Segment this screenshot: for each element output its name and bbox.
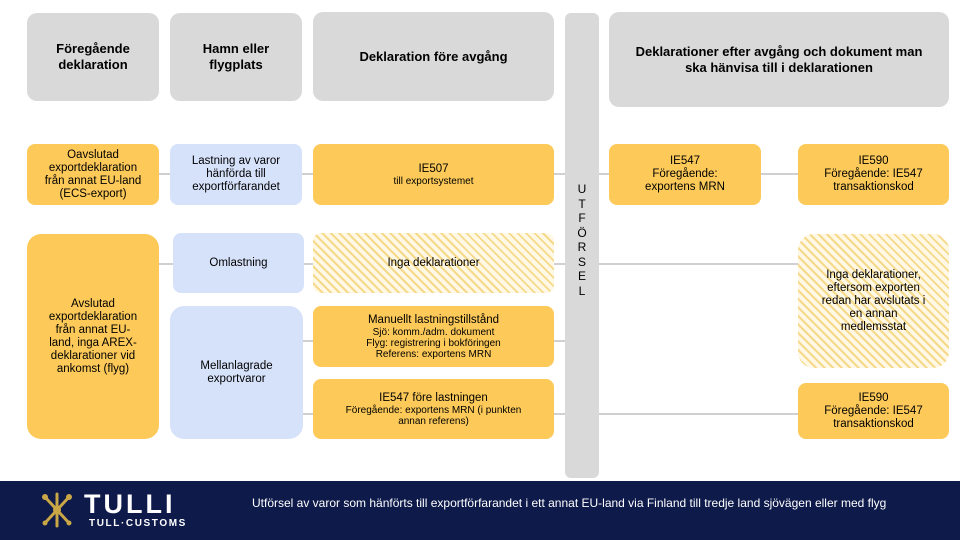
box-line: redan har avslutats i bbox=[821, 294, 926, 307]
ie590-box-row2: IE590 Föregående: IE547 transaktionskod bbox=[798, 383, 949, 439]
box-line: Flyg: registrering i bokföringen bbox=[366, 337, 501, 349]
box-line: exportförfarandet bbox=[192, 181, 280, 193]
box-line: exportens MRN bbox=[645, 181, 725, 193]
header-previous-declaration-text: Föregående deklaration bbox=[56, 41, 130, 72]
ie507-subtitle: till exportsystemet bbox=[393, 175, 474, 187]
box-line: (ECS-export) bbox=[59, 187, 127, 200]
exit-letter: F bbox=[578, 211, 586, 225]
box-line: medlemsstat bbox=[840, 320, 907, 333]
no-declarations-after-box: Inga deklarationer, eftersom exporten re… bbox=[798, 234, 949, 368]
header-declarations-after-departure: Deklarationer efter avgång och dokument … bbox=[609, 12, 949, 107]
ie507-title: IE507 bbox=[418, 162, 449, 175]
box-line: IE590 bbox=[858, 391, 889, 404]
ie507-box: IE507 till exportsystemet bbox=[313, 144, 554, 205]
ie547-after-box: IE547 Föregående: exportens MRN bbox=[609, 144, 761, 205]
tulli-emblem-icon bbox=[42, 492, 72, 528]
box-line: IE547 bbox=[669, 155, 701, 167]
stored-export-goods-box: Mellanlagrade exportvaror bbox=[170, 306, 303, 439]
box-line: eftersom exporten bbox=[827, 281, 920, 294]
header-declaration-before-departure: Deklaration före avgång bbox=[313, 12, 554, 101]
box-line: ankomst (flyg) bbox=[56, 362, 130, 375]
header-before-text: Deklaration före avgång bbox=[359, 48, 508, 64]
box-line: Oavslutad bbox=[67, 148, 119, 161]
exit-letter: T bbox=[578, 196, 586, 211]
header-after-text: Deklarationer efter avgång och dokument … bbox=[635, 43, 923, 75]
exit-letter: L bbox=[578, 283, 586, 298]
box-line: Föregående: exportens MRN (i punkten bbox=[345, 404, 522, 416]
exit-letter: S bbox=[577, 254, 586, 269]
manual-title: Manuellt lastningstillstånd bbox=[367, 313, 500, 326]
no-declarations-label: Inga deklarationer bbox=[387, 256, 480, 269]
header-port-text: Hamn eller flygplats bbox=[202, 41, 270, 72]
box-line: Avslutad bbox=[71, 297, 115, 310]
manual-loading-permit-box: Manuellt lastningstillstånd Sjö: komm./a… bbox=[313, 306, 554, 367]
exit-letter: U bbox=[577, 182, 587, 196]
box-line: Lastning av varor bbox=[191, 155, 281, 167]
box-line: exportdeklaration bbox=[48, 310, 138, 323]
finished-export-declaration-box: Avslutad exportdeklaration från annat EU… bbox=[27, 234, 159, 439]
loading-goods-box: Lastning av varor hänförda till exportfö… bbox=[170, 144, 302, 205]
box-line: Inga deklarationer, bbox=[826, 268, 921, 281]
box-line: Föregående: bbox=[652, 168, 718, 180]
box-line: land, inga AREX- bbox=[49, 336, 137, 349]
box-line: transaktionskod bbox=[833, 417, 914, 430]
footer-bar bbox=[0, 481, 960, 540]
box-line: deklarationer vid bbox=[50, 349, 136, 362]
no-declarations-box: Inga deklarationer bbox=[313, 233, 554, 293]
box-line: annan referens) bbox=[398, 415, 469, 427]
logo-tull-customs-text: TULL·CUSTOMS bbox=[89, 518, 187, 529]
box-line: Sjö: komm./adm. dokument bbox=[372, 326, 495, 338]
transshipment-box: Omlastning bbox=[173, 233, 304, 293]
exit-letter: R bbox=[577, 240, 587, 254]
box-line: från annat EU- bbox=[55, 323, 131, 336]
logo-tulli-text: TULLI bbox=[84, 489, 176, 519]
exit-letter: E bbox=[577, 269, 586, 283]
header-port-or-airport: Hamn eller flygplats bbox=[170, 13, 302, 101]
ie547-before-loading-box: IE547 före lastningen Föregående: export… bbox=[313, 379, 554, 439]
box-line: från annat EU-land bbox=[44, 174, 142, 187]
box-line: exportdeklaration bbox=[48, 161, 138, 174]
box-line: hänförda till bbox=[206, 168, 266, 180]
ie547-before-title: IE547 före lastningen bbox=[379, 391, 488, 404]
box-line: Föregående: IE547 bbox=[824, 168, 923, 180]
box-line: IE590 bbox=[858, 155, 889, 167]
box-line: Mellanlagrade bbox=[200, 359, 273, 372]
exit-letter: Ö bbox=[577, 225, 587, 240]
unfinished-export-declaration-box: Oavslutad exportdeklaration från annat E… bbox=[27, 144, 159, 205]
exit-label: U T F Ö R S E L bbox=[565, 182, 599, 298]
box-line: Referens: exportens MRN bbox=[375, 348, 492, 360]
header-previous-declaration: Föregående deklaration bbox=[27, 13, 159, 101]
box-line: exportvaror bbox=[207, 372, 266, 385]
box-line: en annan bbox=[849, 307, 898, 320]
footer-caption: Utförsel av varor som hänförts till expo… bbox=[252, 496, 887, 510]
box-line: transaktionskod bbox=[833, 181, 914, 193]
transshipment-label: Omlastning bbox=[209, 256, 268, 269]
ie590-box-row1: IE590 Föregående: IE547 transaktionskod bbox=[798, 144, 949, 205]
box-line: Föregående: IE547 bbox=[824, 404, 923, 417]
exit-bar bbox=[565, 13, 599, 478]
